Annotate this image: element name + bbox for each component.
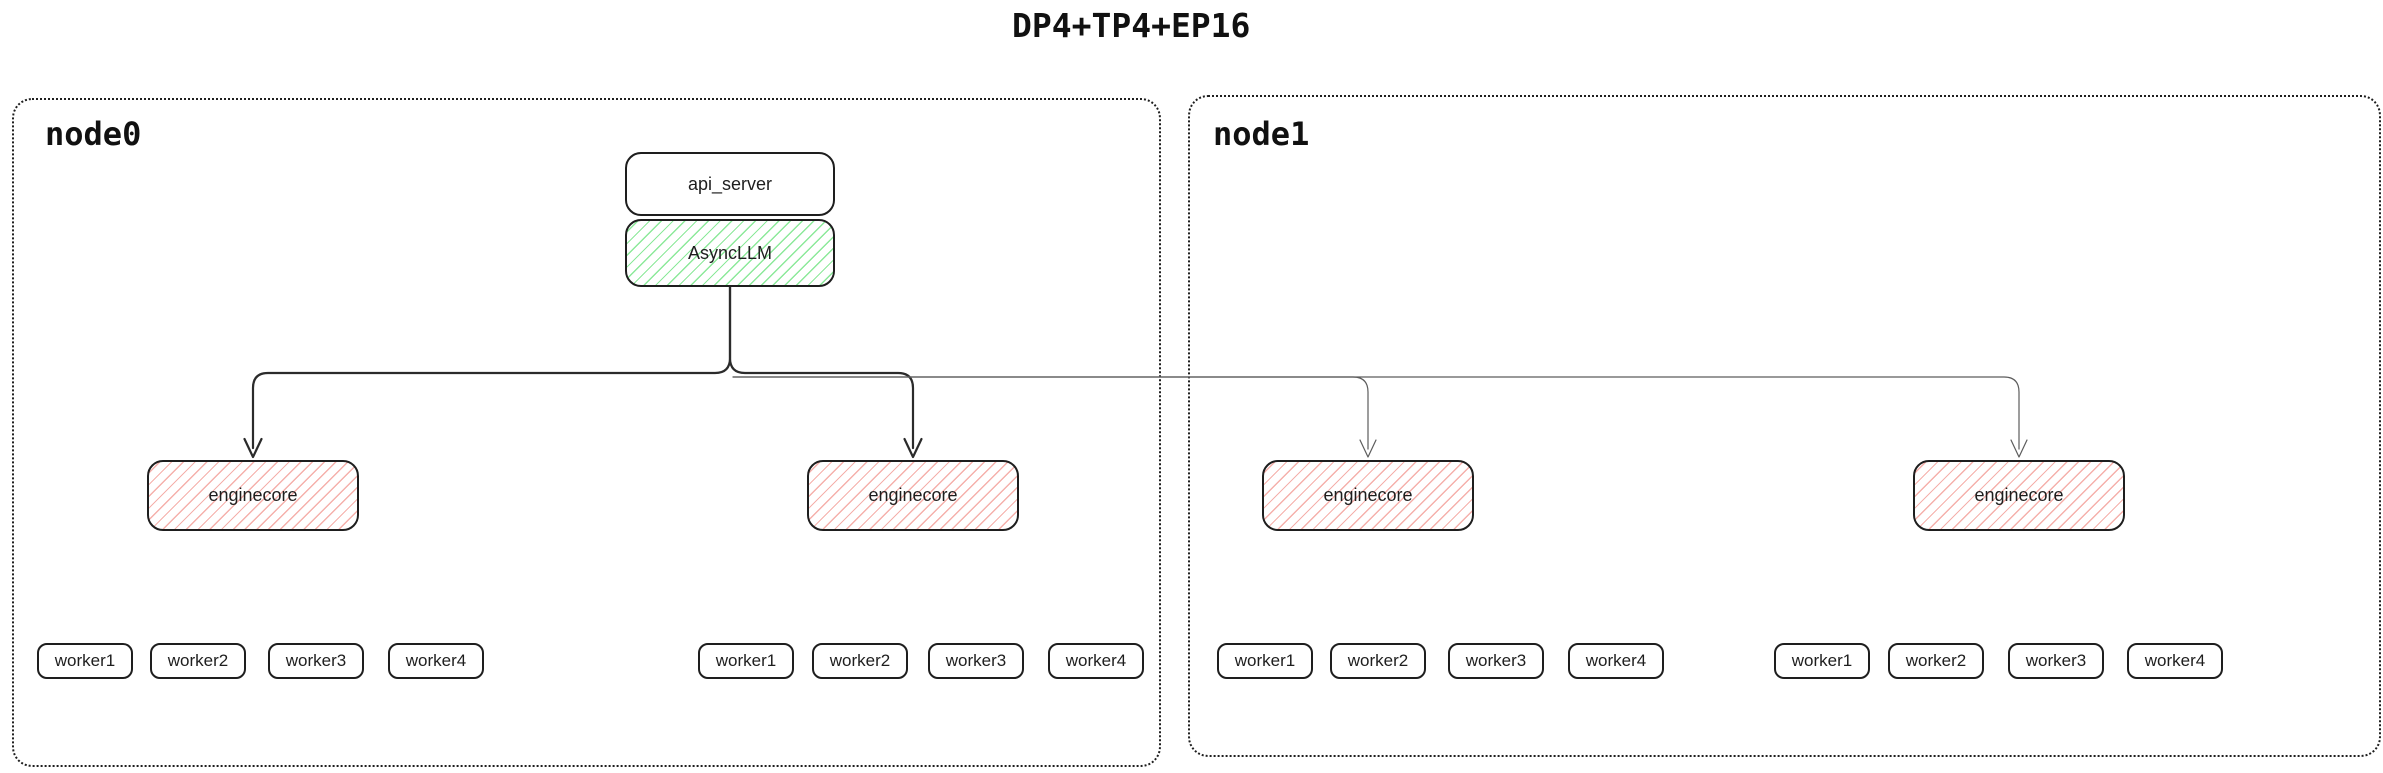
worker-box: worker2 [150, 643, 246, 679]
worker-box: worker3 [268, 643, 364, 679]
api-server-box: api_server [625, 152, 835, 216]
enginecore-box: enginecore [807, 460, 1019, 531]
worker-box: worker4 [1568, 643, 1664, 679]
enginecore-box: enginecore [1913, 460, 2125, 531]
worker-box: worker2 [1330, 643, 1426, 679]
worker-box: worker3 [928, 643, 1024, 679]
worker-box: worker4 [1048, 643, 1144, 679]
worker-box: worker2 [812, 643, 908, 679]
worker-box: worker3 [1448, 643, 1544, 679]
enginecore-box: enginecore [147, 460, 359, 531]
worker-box: worker3 [2008, 643, 2104, 679]
worker-box: worker1 [37, 643, 133, 679]
node0-label: node0 [45, 115, 142, 153]
worker-box: worker1 [1774, 643, 1870, 679]
worker-box: worker2 [1888, 643, 1984, 679]
node1-label: node1 [1213, 115, 1310, 153]
worker-box: worker4 [388, 643, 484, 679]
worker-box: worker1 [698, 643, 794, 679]
diagram-title: DP4+TP4+EP16 [1012, 6, 1251, 45]
enginecore-box: enginecore [1262, 460, 1474, 531]
asyncllm-box: AsyncLLM [625, 219, 835, 287]
worker-box: worker4 [2127, 643, 2223, 679]
worker-box: worker1 [1217, 643, 1313, 679]
